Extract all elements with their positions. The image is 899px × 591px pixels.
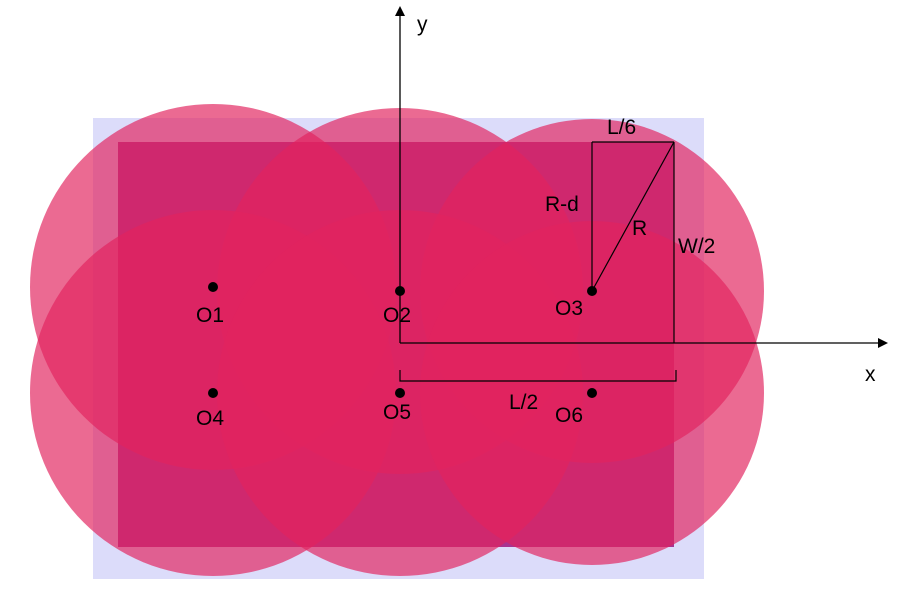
point-label-o4: O4 (196, 407, 224, 430)
radius-segment (591, 141, 675, 292)
point-o4 (208, 388, 218, 398)
point-label-o1: O1 (196, 304, 224, 327)
point-o6 (587, 388, 597, 398)
label-l-over-2: L/2 (509, 391, 538, 414)
point-o3 (587, 286, 597, 296)
coverage-circles (30, 104, 764, 576)
point-label-o3: O3 (555, 297, 583, 320)
label-l-over-6: L/6 (607, 116, 636, 139)
construction-lines (399, 141, 677, 382)
point-label-o2: O2 (383, 304, 411, 327)
point-label-o5: O5 (383, 401, 411, 424)
center-points (208, 282, 597, 398)
point-o5 (395, 388, 405, 398)
point-o2 (395, 286, 405, 296)
label-w-over-2: W/2 (678, 235, 715, 258)
l2-bracket (399, 370, 677, 382)
label-r: R (632, 217, 647, 240)
point-o1 (208, 282, 218, 292)
point-label-o6: O6 (555, 404, 583, 427)
x-axis-label: x (865, 363, 876, 386)
y-axis-label: y (417, 13, 428, 36)
label-r-minus-d: R-d (545, 193, 579, 216)
